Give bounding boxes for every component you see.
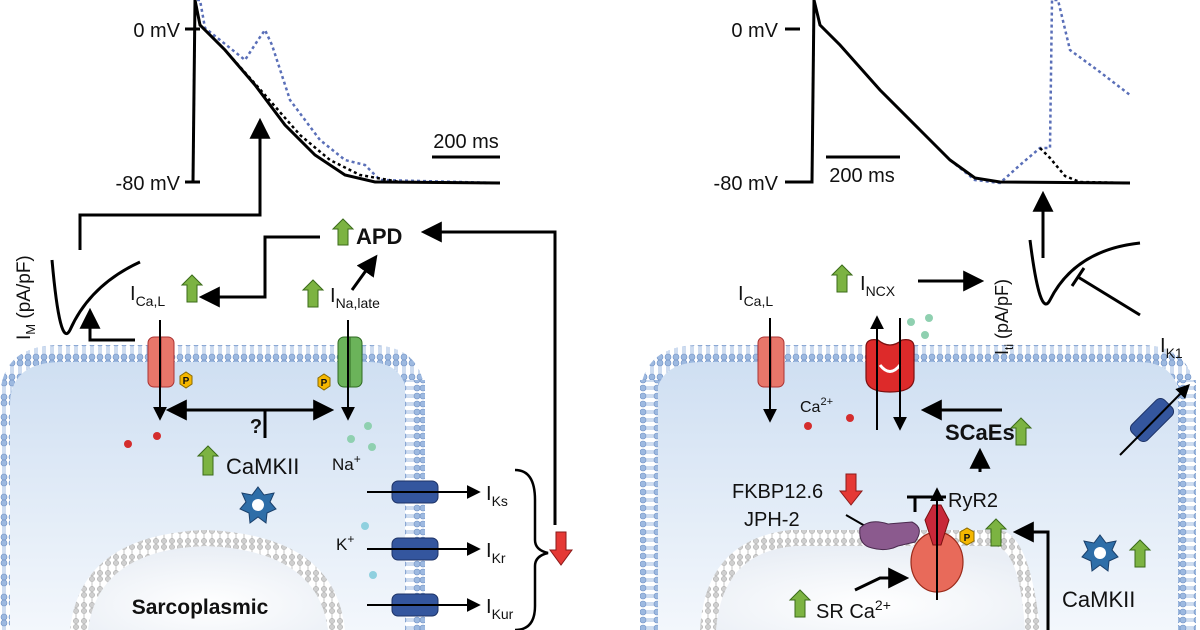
right-ap-control bbox=[800, 0, 1131, 185]
left-zero-mv-label: 0 mV bbox=[133, 20, 180, 42]
ina-up-arrow bbox=[301, 279, 325, 308]
right-srca-group: SR Ca2+ bbox=[788, 567, 910, 623]
right-ap-trace: 0 mV -80 mV 200 ms bbox=[714, 0, 1131, 195]
unknown-mark: ? bbox=[250, 416, 262, 438]
right-iti-trace: Iti (pA/pF) bbox=[992, 190, 1141, 355]
ca-ion-label: Ca2+ bbox=[800, 396, 833, 416]
right-ica-group: ICa,L Ca2+ bbox=[738, 283, 854, 430]
right-rest-mv-label: -80 mV bbox=[714, 173, 779, 195]
right-scaes-group: SCaEs bbox=[920, 399, 1033, 472]
apd-label: APD bbox=[356, 224, 402, 249]
jph-label: JPH-2 bbox=[744, 509, 800, 531]
k-ion-label: K+ bbox=[336, 532, 354, 554]
sr-label: Sarcoplasmic bbox=[132, 596, 269, 619]
left-scalebar-label: 200 ms bbox=[433, 131, 499, 153]
iks-label: IKs bbox=[486, 483, 508, 509]
right-ap-dotted-black bbox=[1039, 147, 1131, 185]
camkii-up-arrow bbox=[196, 445, 220, 476]
na-ion-label: Na+ bbox=[332, 452, 361, 474]
right-panel: 0 mV -80 mV 200 ms Iti (pA/pF) ICa,L bbox=[640, 0, 1196, 630]
left-im-axis-label: IM (pA/pF) bbox=[14, 255, 38, 340]
ryr2-label: RyR2 bbox=[948, 490, 998, 512]
right-ica-label: ICa,L bbox=[738, 283, 773, 309]
svg-text:P: P bbox=[964, 533, 971, 544]
svg-text:P: P bbox=[321, 378, 328, 389]
left-phospho-icon-ltcc: P bbox=[179, 371, 193, 389]
left-crosstalk: ? bbox=[165, 399, 335, 438]
ik1-label: IK1 bbox=[1160, 335, 1183, 361]
left-ina-group: INa,late P Na+ bbox=[301, 279, 380, 474]
left-camkii-group: CaMKII bbox=[196, 445, 299, 524]
apd-up-arrow bbox=[331, 218, 355, 246]
srca-label: SR Ca2+ bbox=[816, 597, 891, 623]
incx-up-arrow bbox=[830, 264, 854, 293]
left-ap-trace: 0 mV -80 mV 200 ms bbox=[116, 0, 501, 195]
ncx-exchanger bbox=[865, 339, 915, 393]
right-camkii-group: CaMKII bbox=[1012, 521, 1152, 630]
svg-text:P: P bbox=[183, 376, 190, 387]
k-current-down-arrow bbox=[549, 531, 573, 566]
scaes-up-arrow bbox=[1009, 417, 1033, 446]
left-phospho-icon-nav: P bbox=[317, 373, 331, 391]
left-camkii-label: CaMKII bbox=[226, 454, 299, 479]
ryr2-up-arrow bbox=[984, 518, 1008, 547]
right-camkii-label: CaMKII bbox=[1062, 587, 1135, 612]
iks-channel bbox=[367, 480, 481, 504]
left-k-channels: IKs IKr IKur K+ bbox=[336, 468, 573, 630]
right-camkii-up-arrow bbox=[1128, 539, 1152, 568]
right-ryr-group: FKBP12.6 JPH-2 RyR2 P bbox=[732, 473, 1008, 600]
left-ica-group: ICa,L P bbox=[124, 274, 204, 448]
left-apd-group: APD bbox=[198, 218, 557, 525]
ina-label: INa,late bbox=[330, 285, 380, 311]
left-ap-control bbox=[185, 0, 501, 185]
nav-channel bbox=[337, 336, 363, 388]
right-ik1-group: IK1 bbox=[1119, 335, 1190, 456]
fkbp-down-arrow bbox=[838, 473, 864, 506]
left-camkii-icon bbox=[239, 486, 277, 524]
jph2-protein bbox=[859, 521, 920, 551]
right-phospho-icon: P bbox=[959, 527, 975, 546]
left-ica-label: ICa,L bbox=[130, 283, 165, 309]
right-zero-mv-label: 0 mV bbox=[731, 20, 778, 42]
incx-label: INCX bbox=[860, 273, 896, 299]
fkbp-label: FKBP12.6 bbox=[732, 481, 823, 503]
k-current-brace bbox=[514, 468, 549, 630]
ikur-channel bbox=[367, 593, 481, 617]
ica-up-arrow bbox=[180, 274, 204, 303]
right-iti-axis-label: Iti (pA/pF) bbox=[992, 279, 1016, 355]
ikr-label: IKr bbox=[486, 540, 506, 566]
right-camkii-icon bbox=[1081, 534, 1119, 572]
left-sarcoplasmic-reticulum: Sarcoplasmic bbox=[70, 530, 345, 630]
right-incx-group: INCX bbox=[830, 264, 985, 431]
ikur-label: IKur bbox=[486, 596, 514, 622]
left-rest-mv-label: -80 mV bbox=[116, 173, 181, 195]
scaes-label: SCaEs bbox=[945, 420, 1015, 445]
right-scalebar-label: 200 ms bbox=[829, 165, 895, 187]
srca-up-arrow bbox=[788, 589, 812, 618]
left-panel: Sarcoplasmic 0 mV -80 mV 200 ms IM (pA/p… bbox=[0, 0, 573, 630]
ik1-channel bbox=[1129, 397, 1175, 443]
ikr-channel bbox=[367, 537, 481, 561]
left-im-trace: IM (pA/pF) bbox=[14, 117, 271, 342]
